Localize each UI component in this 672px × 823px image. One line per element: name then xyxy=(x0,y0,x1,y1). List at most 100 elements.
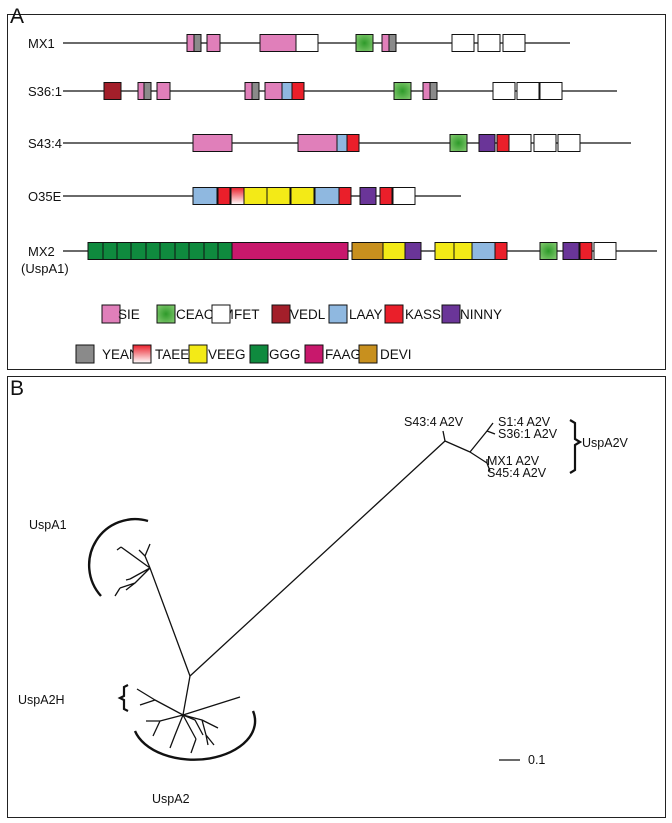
legend-item-kass: KASS xyxy=(384,304,441,324)
domain-veeg xyxy=(382,242,406,260)
protein-name: S36:1 xyxy=(28,84,62,99)
label-s1-a2v: S1:4 A2V xyxy=(498,415,551,429)
panel-a xyxy=(7,14,666,370)
domain-kass xyxy=(291,82,305,100)
domain-sie xyxy=(156,82,171,100)
domain-sie xyxy=(381,34,390,52)
scale-bar-label: 0.1 xyxy=(528,753,545,767)
domain-kass xyxy=(579,242,593,260)
protein-name: MX2 xyxy=(28,244,55,259)
legend-label: VEDL xyxy=(290,307,326,322)
legend-label: TAEER xyxy=(155,347,199,362)
domain-fet xyxy=(533,134,557,152)
legend-item-vedl: VEDL xyxy=(271,304,326,324)
domain-veeg xyxy=(290,187,315,205)
domain-ggg xyxy=(174,242,190,260)
domain-ceacam xyxy=(393,82,412,100)
domain-yean xyxy=(388,34,397,52)
legend-label: SIE xyxy=(118,307,140,322)
legend-label: KASS xyxy=(405,307,441,322)
domain-ggg xyxy=(130,242,147,260)
tree-uspa2-branch xyxy=(136,675,241,754)
label-mx1-a2v: MX1 A2V xyxy=(487,454,540,468)
uspa2v-bracket xyxy=(569,419,583,474)
domain-sie xyxy=(297,134,338,152)
domain-fet xyxy=(593,242,617,260)
domain-fet xyxy=(508,134,532,152)
protein-row-mx1: MX1 xyxy=(28,34,570,52)
domain-ggg xyxy=(203,242,219,260)
domain-ceacam xyxy=(449,134,468,152)
domain-ninny xyxy=(562,242,580,260)
legend-swatch xyxy=(328,304,348,324)
domain-ggg xyxy=(116,242,132,260)
domain-ggg xyxy=(188,242,205,260)
legend-swatch xyxy=(188,344,208,364)
uspa1-arc xyxy=(87,518,149,597)
domain-sie xyxy=(186,34,195,52)
legend-swatch xyxy=(211,304,231,324)
protein-row-s434: S43:4 xyxy=(28,134,631,152)
domain-ggg xyxy=(102,242,118,260)
domain-yean xyxy=(193,34,202,52)
domain-taeer xyxy=(230,187,245,205)
domain-veeg xyxy=(434,242,455,260)
domain-veeg xyxy=(243,187,268,205)
domain-sie xyxy=(259,34,297,52)
domain-ggg xyxy=(145,242,161,260)
domain-fet xyxy=(492,82,516,100)
legend-label: FET xyxy=(234,307,260,322)
domain-laay xyxy=(471,242,496,260)
domain-fet xyxy=(477,34,501,52)
legend-swatch xyxy=(384,304,404,324)
domain-devi xyxy=(351,242,384,260)
tree-uspa1-branch xyxy=(114,543,191,677)
legend-item-taeer: TAEER xyxy=(132,344,199,364)
domain-sie xyxy=(422,82,431,100)
domain-fet xyxy=(539,82,563,100)
domain-sie xyxy=(206,34,221,52)
phylogenetic-tree xyxy=(87,419,583,761)
legend-swatch xyxy=(132,344,152,364)
domain-sie xyxy=(244,82,253,100)
protein-name: MX1 xyxy=(28,36,55,51)
domain-kass xyxy=(379,187,393,205)
domain-yean xyxy=(143,82,152,100)
domain-ninny xyxy=(478,134,496,152)
domain-kass xyxy=(346,134,360,152)
legend-item-yean: YEAN xyxy=(75,344,139,364)
legend-swatch xyxy=(249,344,269,364)
domain-fet xyxy=(451,34,475,52)
domain-ggg xyxy=(159,242,176,260)
domain-kass xyxy=(217,187,231,205)
domain-sie xyxy=(264,82,283,100)
uspa2-arc xyxy=(133,710,257,761)
domain-ninny xyxy=(359,187,377,205)
label-s43-a2v: S43:4 A2V xyxy=(404,415,464,429)
legend-label: DEVI xyxy=(380,347,412,362)
legend-item-laay: LAAY xyxy=(328,304,383,324)
protein-name: S43:4 xyxy=(28,136,62,151)
protein-row-mx2: MX2(UspA1) xyxy=(21,242,657,276)
legend-swatch xyxy=(75,344,95,364)
legend-item-fet: FET xyxy=(211,304,260,324)
tree-a2v-branch xyxy=(442,422,496,472)
domain-fet xyxy=(502,34,526,52)
domain-fet xyxy=(516,82,540,100)
domain-fet xyxy=(392,187,416,205)
domain-laay xyxy=(314,187,340,205)
legend-label: GGG xyxy=(269,347,301,362)
legend-swatch xyxy=(101,304,121,324)
domain-sie xyxy=(192,134,233,152)
domain-ceacam xyxy=(355,34,374,52)
legend-label: YEAN xyxy=(102,347,139,362)
domain-laay xyxy=(192,187,218,205)
domain-ggg xyxy=(87,242,104,260)
label-uspa1: UspA1 xyxy=(29,518,67,532)
panel-b-letter: B xyxy=(10,377,25,400)
domain-ggg xyxy=(217,242,233,260)
legend-item-faag: FAAG xyxy=(304,344,361,364)
domain-faag xyxy=(231,242,349,260)
